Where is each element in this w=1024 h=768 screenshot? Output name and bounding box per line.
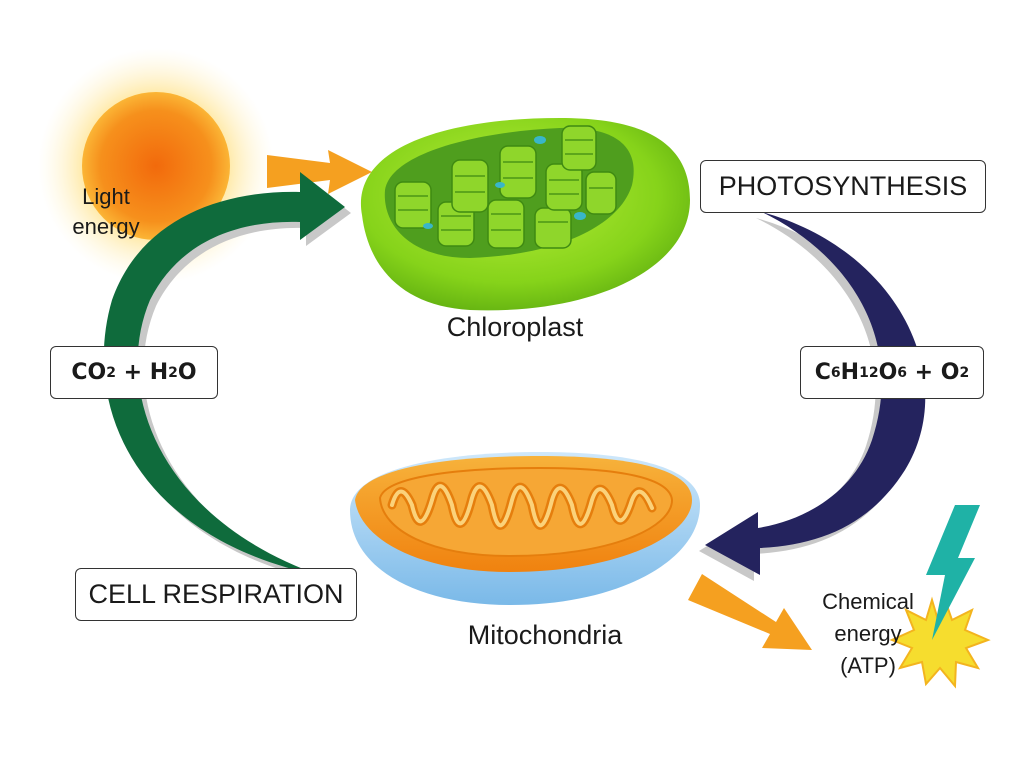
- photosynthesis-arrow-icon: [699, 212, 926, 581]
- mitochondria-label: Mitochondria: [467, 620, 623, 650]
- chloroplast-label: Chloroplast: [446, 312, 584, 342]
- chloroplast-icon: [360, 118, 690, 311]
- photosynthesis-label: PHOTOSYNTHESIS: [700, 160, 986, 213]
- light-arrow-icon: [267, 150, 372, 194]
- lightning-bolt-icon: [926, 505, 980, 640]
- light-energy-label: Light energy: [72, 184, 140, 239]
- mitochondria-icon: [350, 452, 700, 605]
- energy-burst-icon: [889, 596, 991, 689]
- energy-arrow-icon: [688, 574, 812, 650]
- cell-respiration-label: CELL RESPIRATION: [75, 568, 357, 621]
- chemical-energy-label: Chemical energy (ATP): [822, 589, 914, 678]
- respiration-arrow-icon: [103, 172, 351, 582]
